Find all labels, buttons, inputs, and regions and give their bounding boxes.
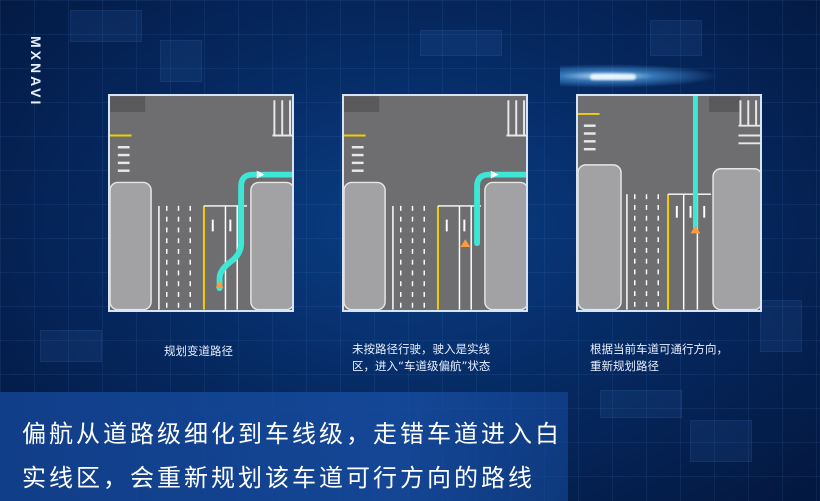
caption-line: 规划变道路径	[164, 344, 233, 358]
caption-line: 重新规划路径	[590, 359, 659, 373]
scene-panel-replan-route	[576, 94, 762, 312]
caption-panel-3: 根据当前车道可通行方向， 重新规划路径	[590, 341, 728, 375]
caption-line: 区，进入“车道级偏航”状态	[352, 359, 491, 373]
caption-panel-2: 未按路径行驶，驶入是实线 区，进入“车道级偏航”状态	[352, 341, 490, 375]
caption-line: 根据当前车道可通行方向，	[590, 342, 728, 356]
caption-panel-1: 规划变道路径	[164, 343, 233, 360]
subtitle-line-1: 偏航从道路级细化到车线级，走错车道进入白	[22, 420, 562, 448]
subtitle-line-2: 实线区，会重新规划该车道可行方向的路线	[22, 464, 535, 492]
subtitle-banner	[0, 392, 568, 501]
intersection-diagram-1	[110, 96, 292, 310]
scene-panel-plan-lane-change	[108, 94, 294, 312]
intersection-diagram-2	[344, 96, 526, 310]
mxnavi-logo: MXNAVI	[28, 36, 44, 108]
light-glow	[560, 64, 720, 88]
intersection-diagram-3	[578, 96, 760, 310]
scene-panel-lane-deviation	[342, 94, 528, 312]
light-glow-core	[590, 74, 636, 80]
caption-line: 未按路径行驶，驶入是实线	[352, 342, 490, 356]
